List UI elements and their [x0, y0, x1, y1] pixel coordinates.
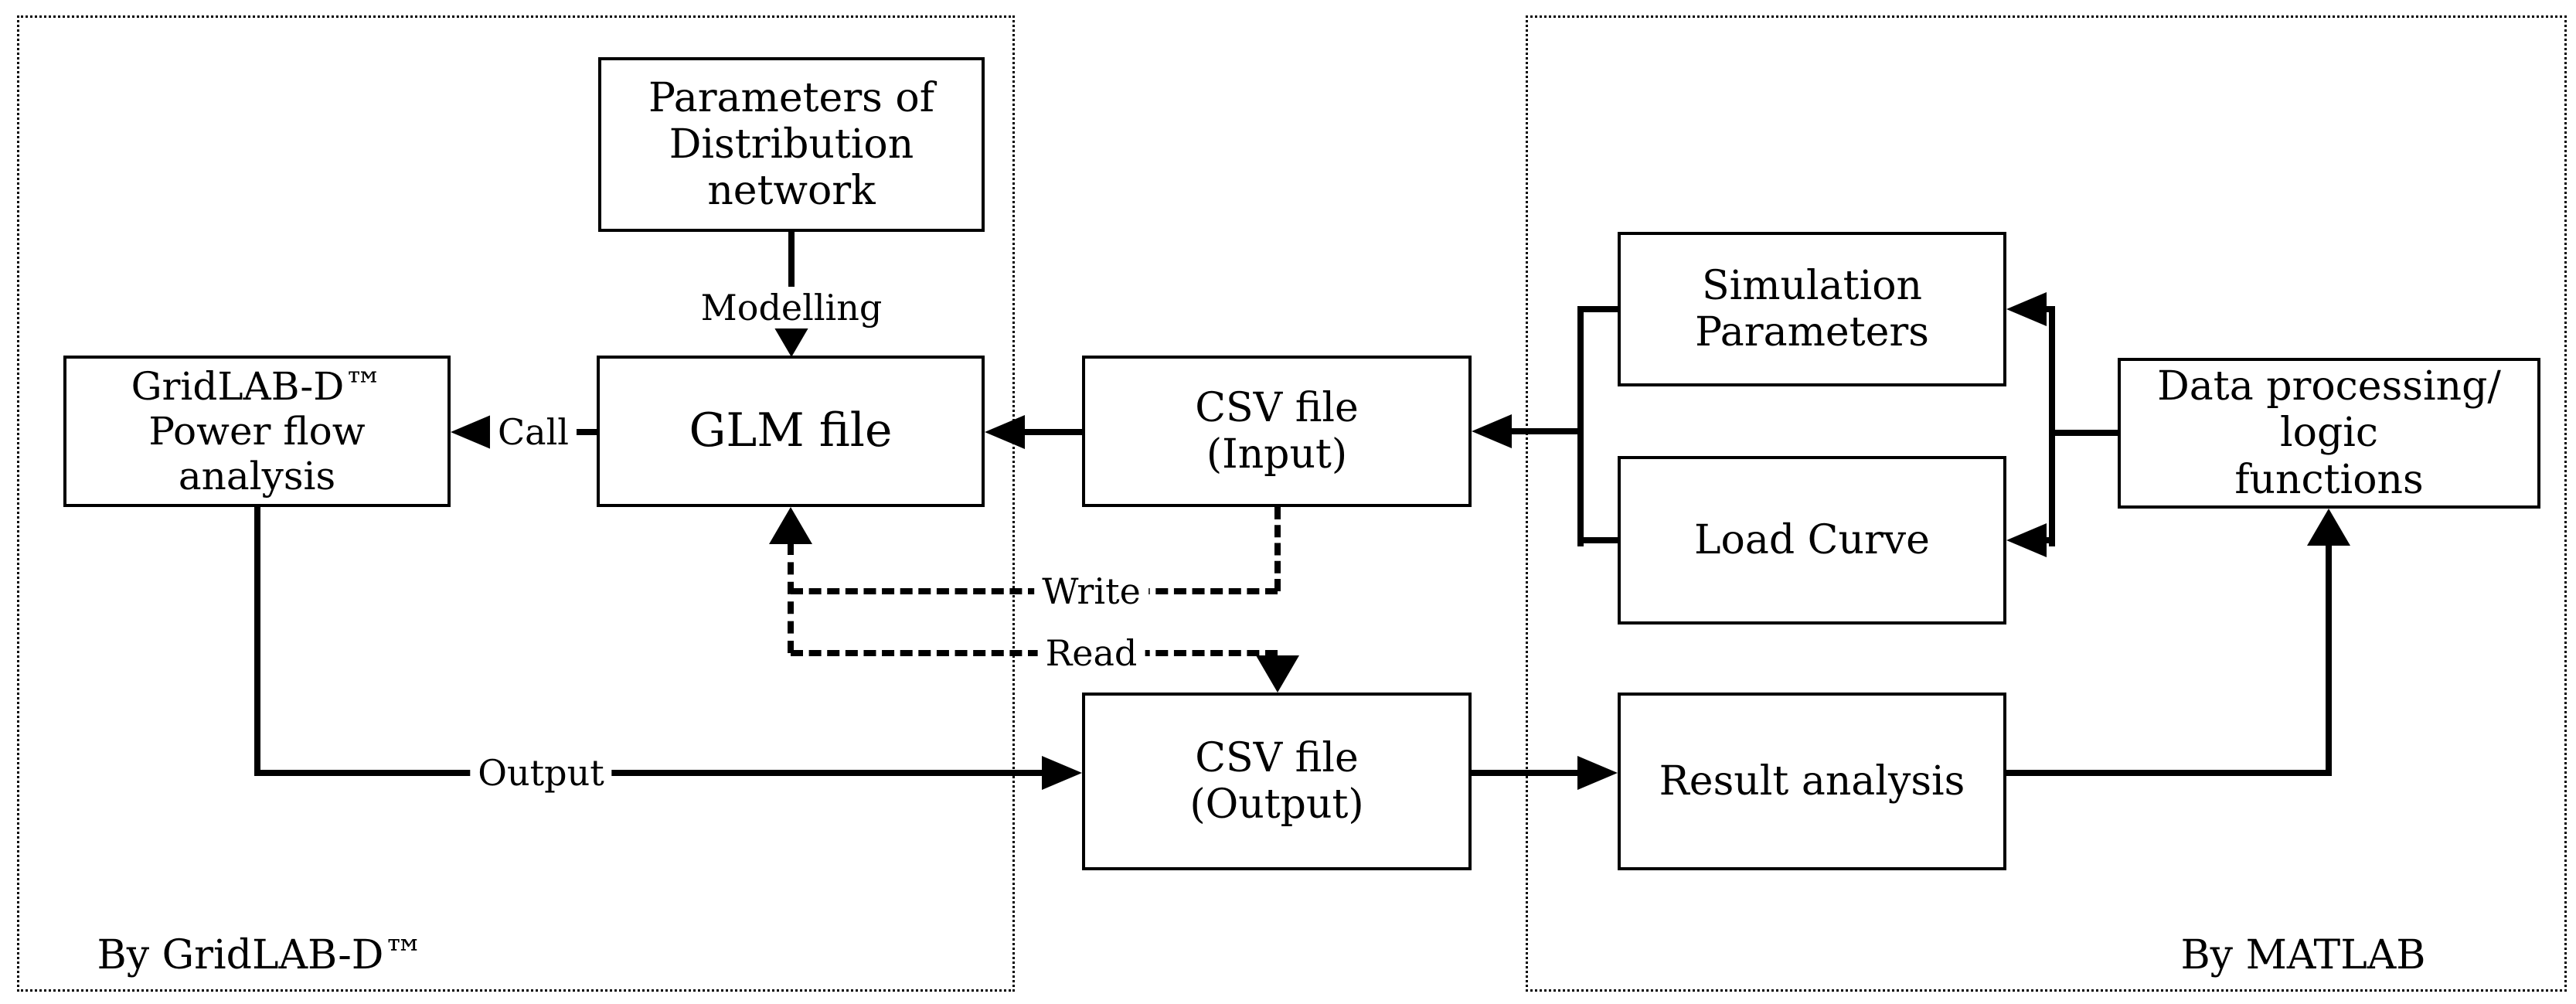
right-bracket-vertical — [2049, 306, 2055, 546]
box-glm-file-label: GLM file — [689, 403, 893, 458]
left-bracket-stub-top — [1581, 306, 1618, 312]
into-sim-arrowhead — [2006, 292, 2047, 326]
box-csv-input-label: CSV file (Input) — [1195, 384, 1359, 478]
box-result-analysis-label: Result analysis — [1659, 757, 1965, 805]
call-arrowhead — [451, 415, 491, 449]
left-bracket-stub-bottom — [1581, 537, 1618, 543]
modelling-edge-label: Modelling — [692, 287, 890, 328]
call-edge-label: Call — [489, 411, 577, 453]
box-load-curve-label: Load Curve — [1694, 516, 1930, 563]
read-dashed-line — [791, 650, 1278, 656]
gridlab-region-border — [17, 15, 1015, 992]
box-data-processing-label: Data processing/ logic functions — [2157, 363, 2501, 503]
csvin-bottom-dashed-line — [1274, 507, 1281, 591]
box-result-analysis: Result analysis — [1618, 693, 2006, 870]
glm-bottom-dashed-line — [788, 543, 794, 653]
csvin-to-glm-arrowhead — [985, 415, 1025, 449]
bracket-to-csvin-line — [1507, 428, 1581, 434]
output-arrowhead — [1042, 756, 1082, 790]
write-edge-label: Write — [1034, 570, 1148, 612]
bracket-to-csvin-arrowhead — [1472, 414, 1512, 448]
box-parameters-of-distribution-network: Parameters of Distribution network — [598, 57, 985, 232]
csvout-to-result-arrowhead — [1577, 756, 1618, 790]
box-glm-file: GLM file — [597, 356, 985, 507]
csvout-to-result-line — [1472, 770, 1580, 776]
read-edge-label: Read — [1037, 632, 1145, 674]
box-simulation-parameters: Simulation Parameters — [1618, 232, 2006, 386]
result-to-dataproc-arrowhead — [2307, 509, 2350, 546]
csvin-to-glm-line — [1020, 429, 1082, 435]
right-bracket-stub-bottom — [2043, 537, 2053, 543]
write-dashed-line — [791, 588, 1278, 594]
matlab-region-label: By MATLAB — [2180, 932, 2426, 978]
box-parameters-label: Parameters of Distribution network — [648, 74, 934, 215]
gridlab-region-label: By GridLAB-D™ — [97, 932, 424, 978]
into-load-arrowhead — [2006, 523, 2047, 557]
right-bracket-stub-top — [2043, 306, 2053, 312]
output-line-vertical — [254, 507, 260, 776]
read-arrowhead — [1256, 655, 1299, 693]
box-gridlab-label: GridLAB-D™ Power flow analysis — [131, 364, 383, 499]
output-line-horizontal — [254, 770, 1045, 776]
left-bracket-vertical — [1577, 306, 1584, 546]
box-simulation-parameters-label: Simulation Parameters — [1695, 262, 1929, 356]
box-gridlab-power-flow-analysis: GridLAB-D™ Power flow analysis — [63, 356, 451, 507]
matlab-region-border — [1526, 15, 2567, 992]
dataproc-connector-line — [2052, 430, 2118, 436]
write-arrowhead — [769, 507, 812, 544]
box-csv-output-label: CSV file (Output) — [1189, 734, 1364, 828]
result-to-dataproc-vertical — [2326, 541, 2332, 776]
output-edge-label: Output — [470, 752, 612, 794]
modelling-arrow-line — [788, 232, 795, 323]
box-csv-file-output: CSV file (Output) — [1082, 693, 1472, 870]
box-load-curve: Load Curve — [1618, 456, 2006, 625]
result-to-dataproc-horizontal — [2006, 770, 2332, 776]
box-csv-file-input: CSV file (Input) — [1082, 356, 1472, 507]
box-data-processing-logic-functions: Data processing/ logic functions — [2118, 358, 2540, 509]
